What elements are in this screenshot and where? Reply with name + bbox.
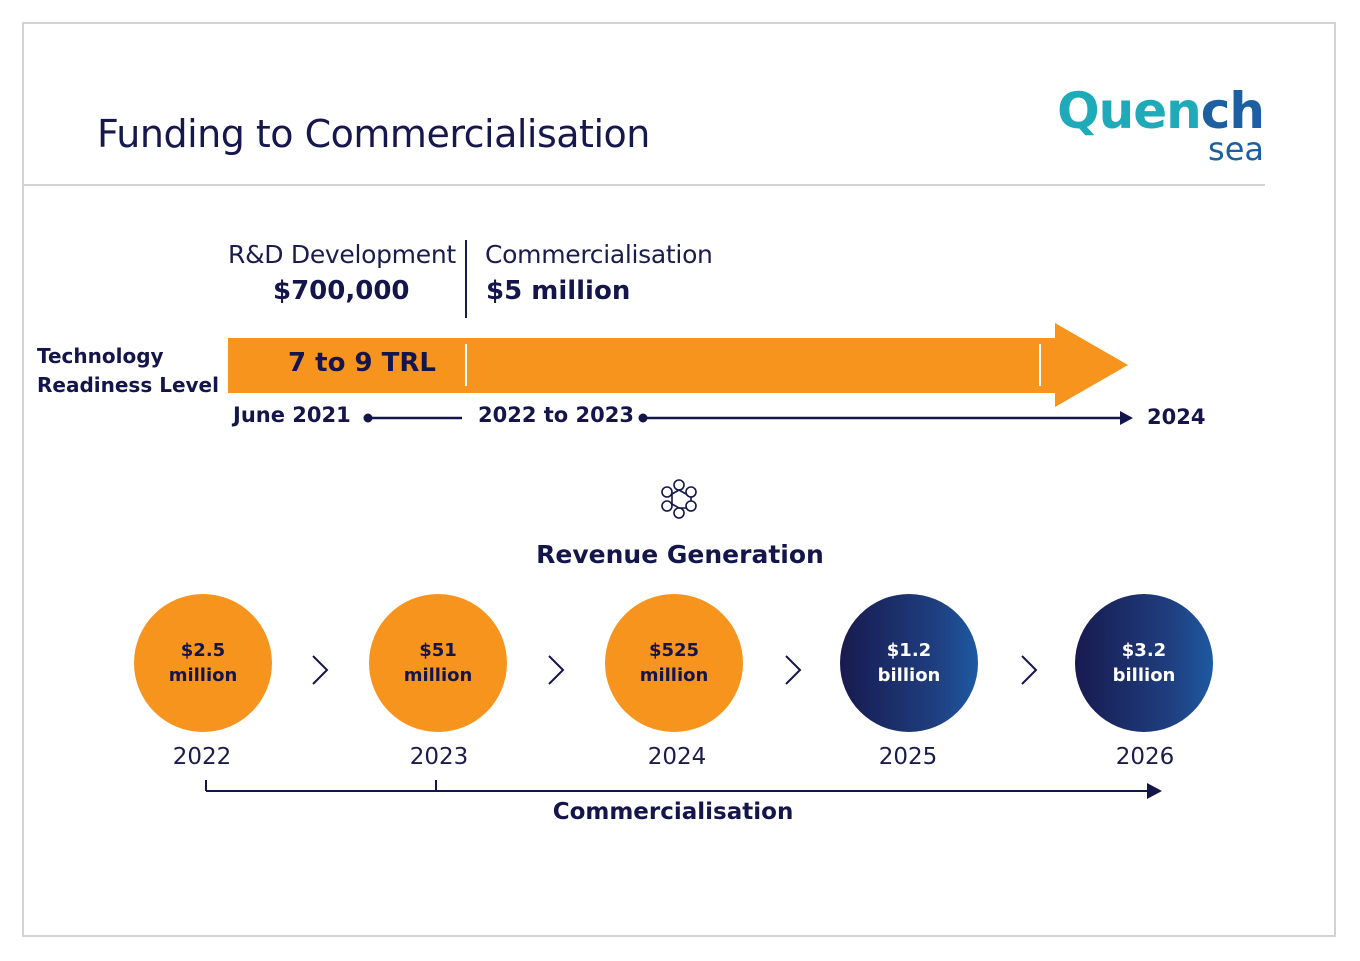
- revenue-amount: $2.5: [180, 640, 226, 661]
- logo-subtitle: sea: [1208, 130, 1264, 168]
- slide-frame: [22, 22, 1336, 937]
- revenue-amount: $1.2: [886, 640, 932, 661]
- phase-commercialisation-label: Commercialisation: [485, 240, 713, 269]
- revenue-amount: $3.2: [1121, 640, 1167, 661]
- timeline-arrowhead: [1120, 411, 1133, 425]
- trl-row-label-line2: Readiness Level: [37, 373, 219, 397]
- page-title: Funding to Commercialisation: [97, 112, 650, 156]
- chevron-right-icon: [785, 655, 802, 685]
- revenue-circle-2024: $525 million: [605, 594, 743, 732]
- revenue-year-2025: 2025: [878, 744, 938, 770]
- revenue-year-2024: 2024: [647, 744, 707, 770]
- revenue-year-2022: 2022: [172, 744, 232, 770]
- timeline-middle-label: 2022 to 2023: [478, 403, 634, 427]
- revenue-year-2023: 2023: [409, 744, 469, 770]
- revenue-unit: million: [168, 665, 238, 686]
- revenue-unit: million: [639, 665, 709, 686]
- revenue-circle-2026: $3.2 billion: [1075, 594, 1213, 732]
- revenue-unit: billion: [877, 665, 941, 686]
- phase-commercialisation-amount: $5 million: [486, 276, 631, 306]
- trl-row-label-line1: Technology: [37, 344, 164, 368]
- revenue-unit: million: [403, 665, 473, 686]
- phase-rnd-label: R&D Development: [228, 240, 456, 269]
- trl-value: 7 to 9 TRL: [288, 348, 436, 378]
- commercialisation-axis-arrowhead: [1147, 783, 1162, 799]
- chevron-right-icon: [312, 655, 329, 685]
- revenue-amount: $525: [648, 640, 700, 661]
- timeline-start-label: June 2021: [233, 403, 351, 427]
- chevron-right-icon: [1021, 655, 1038, 685]
- commercialisation-axis-label: Commercialisation: [552, 799, 794, 825]
- phase-rnd-amount: $700,000: [273, 276, 410, 306]
- trl-progress-arrow: [228, 323, 1128, 407]
- phase-divider: [465, 240, 467, 318]
- brand-logo: Quench: [1057, 86, 1265, 136]
- timeline-end-label: 2024: [1147, 405, 1206, 429]
- revenue-amount: $51: [419, 640, 457, 661]
- revenue-year-2026: 2026: [1115, 744, 1175, 770]
- chevron-right-icon: [548, 655, 565, 685]
- logo-word-part-2: ch: [1200, 82, 1265, 140]
- revenue-circle-2022: $2.5 million: [134, 594, 272, 732]
- trl-row-label: Technology Readiness Level: [37, 342, 219, 400]
- revenue-circle-2025: $1.2 billion: [840, 594, 978, 732]
- revenue-heading: Revenue Generation: [536, 540, 824, 569]
- header-divider: [24, 184, 1265, 186]
- revenue-unit: billion: [1112, 665, 1176, 686]
- revenue-circle-2023: $51 million: [369, 594, 507, 732]
- logo-word-part-1: Quen: [1057, 82, 1202, 140]
- molecule-cluster-icon: [661, 479, 697, 519]
